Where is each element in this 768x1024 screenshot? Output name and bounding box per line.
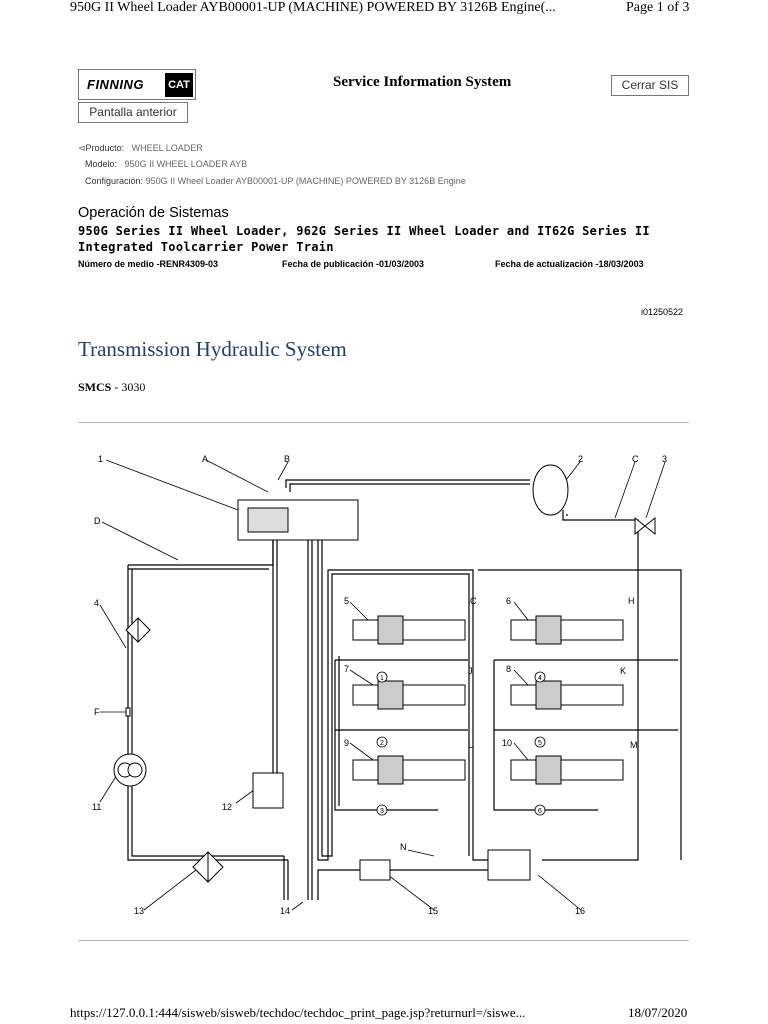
circle-callout-5: 5 [538, 740, 542, 747]
callout-16: 16 [575, 906, 585, 916]
callout-12: 12 [222, 802, 232, 812]
page-heading: Transmission Hydraulic System [78, 337, 347, 361]
callout-4: 4 [94, 598, 99, 608]
smcs-value: - 3030 [111, 380, 146, 394]
previous-screen-button[interactable]: Pantalla anterior [78, 102, 188, 123]
callout-8: 8 [506, 664, 511, 674]
product-label: Producto: [85, 143, 125, 153]
publication-date: Fecha de publicación -01/03/2003 [282, 259, 425, 269]
callout-10: 10 [502, 738, 512, 748]
callout-n: N [400, 842, 407, 852]
callout-11: 11 [92, 802, 101, 812]
document-id: i01250522 [641, 307, 684, 317]
callout-c-valve: C [470, 596, 477, 606]
print-header-title: 950G II Wheel Loader AYB00001-UP (MACHIN… [70, 0, 556, 15]
print-header-page-number: Page 1 of 3 [626, 0, 690, 15]
callout-d: D [94, 516, 101, 526]
configuration-value: 950G II Wheel Loader AYB00001-UP (MACHIN… [145, 176, 466, 186]
callout-f: F [94, 707, 100, 717]
product-row: ⊲Producto: WHEEL LOADER [78, 143, 203, 154]
circle-callout-4: 4 [538, 675, 542, 682]
model-label: Modelo: [85, 159, 118, 169]
callout-2: 2 [578, 454, 583, 464]
smcs-code: SMCS - 3030 [78, 380, 145, 395]
finning-cat-logo: FINNING CAT [78, 69, 196, 100]
circle-callout-6: 6 [538, 808, 542, 815]
callout-a: A [202, 454, 208, 464]
section-title: Operación de Sistemas [78, 205, 229, 221]
cat-logo-badge: CAT [165, 73, 193, 97]
document-title: 950G Series II Wheel Loader, 962G Series… [78, 223, 650, 255]
smcs-label: SMCS [78, 380, 112, 394]
circle-callout-1: 1 [380, 675, 384, 682]
callout-5: 5 [344, 596, 349, 606]
callout-l: L [468, 740, 473, 750]
callout-b: B [284, 454, 290, 464]
print-footer-url: https://127.0.0.1:444/sisweb/sisweb/tech… [70, 1005, 526, 1020]
document-title-line-1: 950G Series II Wheel Loader, 962G Series… [78, 224, 650, 238]
callout-9: 9 [344, 738, 349, 748]
close-sis-button[interactable]: Cerrar SIS [611, 75, 689, 96]
product-value: WHEEL LOADER [131, 143, 203, 153]
callout-c-top: C [632, 454, 639, 464]
configuration-row: Configuración: 950G II Wheel Loader AYB0… [85, 176, 466, 186]
callout-3: 3 [662, 454, 667, 464]
callout-15: 15 [428, 906, 438, 916]
media-number: Número de medio -RENR4309-03 [78, 259, 219, 269]
circle-callout-3: 3 [380, 808, 384, 815]
product-arrow-icon: ⊲ [78, 143, 86, 153]
callout-13: 13 [134, 906, 144, 916]
callout-1: 1 [98, 454, 103, 464]
top-divider [78, 422, 689, 423]
circle-callout-2: 2 [380, 740, 384, 747]
model-value: 950G II WHEEL LOADER AYB [124, 159, 248, 169]
callout-14: 14 [280, 906, 290, 916]
update-date: Fecha de actualización -18/03/2003 [495, 259, 644, 269]
service-information-system-title: Service Information System [333, 74, 512, 90]
callout-7: 7 [344, 664, 349, 674]
callout-6: 6 [506, 596, 511, 606]
document-title-line-2: Integrated Toolcarrier Power Train [78, 240, 334, 254]
callout-j: J [468, 666, 473, 676]
bottom-divider [78, 940, 689, 941]
configuration-label: Configuración: [85, 176, 144, 186]
callout-m: M [630, 740, 638, 750]
print-footer-date: 18/07/2020 [628, 1005, 688, 1020]
callout-k: K [620, 666, 626, 676]
finning-logo-text: FINNING [87, 77, 144, 92]
transmission-hydraulic-schematic: 1 A B 2 C 3 D 4 F 11 12 13 14 15 16 5 6 … [92, 454, 682, 916]
callout-h: H [628, 596, 635, 606]
model-row: Modelo: 950G II WHEEL LOADER AYB [85, 159, 247, 169]
